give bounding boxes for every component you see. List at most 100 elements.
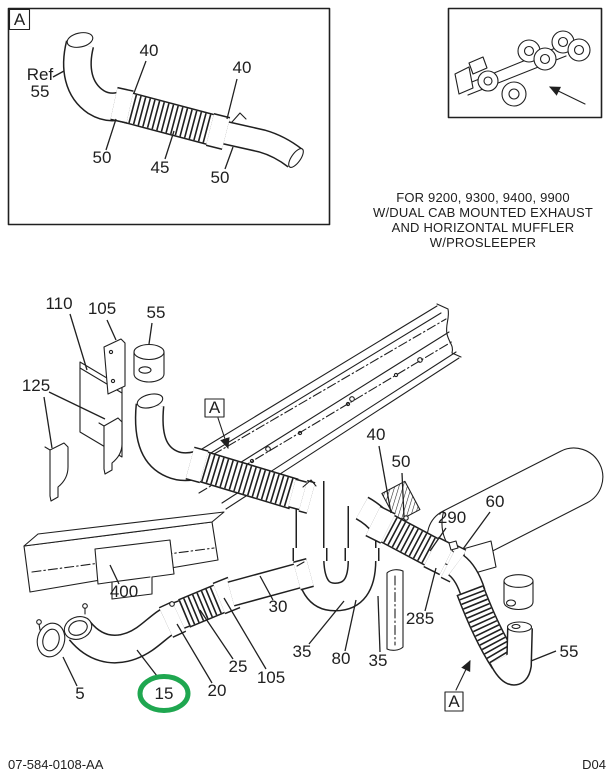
slot-tab-b <box>296 561 305 567</box>
svg-text:55: 55 <box>31 82 50 101</box>
callout-25[interactable]: 25 <box>199 609 248 676</box>
view-marker-arrow <box>217 417 230 450</box>
pipe-285 <box>447 554 486 598</box>
inset-elbow-opening <box>66 32 94 48</box>
callout-15[interactable]: 15 <box>136 649 191 713</box>
document-number: 07-584-0108-AA <box>8 757 104 772</box>
callout-35-left[interactable]: 35 <box>293 600 345 661</box>
callout-45[interactable]: 45 <box>151 130 175 177</box>
vertical-channel-drawing <box>386 569 404 651</box>
clamp-60-bolt <box>448 540 459 551</box>
flex-section-a <box>456 584 517 669</box>
caption-line-4: W/PROSLEEPER <box>430 235 536 250</box>
clamp-50-bolt <box>403 515 409 521</box>
cab-flex-flare <box>298 479 316 514</box>
bracket-400 <box>94 539 175 600</box>
callout-105-bottom[interactable]: 105 <box>223 597 285 687</box>
callout-125[interactable]: 125 <box>22 376 106 449</box>
svg-text:50: 50 <box>211 168 230 187</box>
svg-text:105: 105 <box>88 299 116 318</box>
slot-tab-a <box>302 479 317 488</box>
inset-elbow-pipe-55 <box>62 40 124 122</box>
callout-50[interactable]: 50 <box>392 452 411 518</box>
callout-40-left[interactable]: 40 <box>133 41 159 94</box>
inset-end-pipe <box>219 120 303 168</box>
inset-slot-tab <box>231 112 247 123</box>
svg-text:50: 50 <box>93 148 112 167</box>
inset-flex-45 <box>113 89 225 148</box>
callout-285[interactable]: 285 <box>406 567 437 628</box>
view-marker-arrow <box>455 660 471 691</box>
callout-50-left[interactable]: 50 <box>93 118 117 167</box>
caption-line-3: AND HORIZONTAL MUFFLER <box>392 220 575 235</box>
view-marker-letter: A <box>209 398 221 417</box>
vehicle-inset-border <box>447 7 603 119</box>
caption-line-1: FOR 9200, 9300, 9400, 9900 <box>396 190 570 205</box>
sleeve-290-left <box>365 505 396 544</box>
truck-chassis-drawing <box>454 30 591 107</box>
svg-text:55: 55 <box>560 642 579 661</box>
inset-view-letter: A <box>14 10 26 29</box>
view-marker-a-bottom[interactable]: A <box>444 660 471 712</box>
svg-text:80: 80 <box>332 649 351 668</box>
callout-50-right[interactable]: 50 <box>211 146 234 187</box>
inset-sleeve-left <box>110 86 134 124</box>
bracket-125-a <box>103 417 123 475</box>
svg-text:290: 290 <box>438 508 466 527</box>
rail-end-profile <box>436 303 462 358</box>
svg-text:50: 50 <box>392 452 411 471</box>
callout-400[interactable]: 400 <box>109 564 138 601</box>
svg-text:40: 40 <box>233 58 252 77</box>
mounting-parts-left <box>44 338 165 502</box>
callout-40-right[interactable]: 40 <box>226 58 252 120</box>
svg-text:30: 30 <box>269 597 288 616</box>
page-code: D04 <box>582 757 606 772</box>
callout-5[interactable]: 5 <box>62 656 85 703</box>
cross-member-drawing <box>23 511 225 600</box>
svg-text:55: 55 <box>147 303 166 322</box>
callout-35-right[interactable]: 35 <box>369 595 388 670</box>
elbow-55-bottom <box>489 627 533 686</box>
svg-text:110: 110 <box>45 294 72 313</box>
svg-text:105: 105 <box>257 668 285 687</box>
clamp-55-top <box>133 352 165 383</box>
detail-inset: A <box>7 7 331 226</box>
view-marker-a-top[interactable]: A <box>204 398 230 450</box>
vehicle-inset <box>447 7 603 119</box>
svg-text:285: 285 <box>406 609 434 628</box>
bracket-105-top <box>103 338 126 395</box>
svg-text:15: 15 <box>155 684 174 703</box>
cab-flex-sleeve <box>185 446 209 484</box>
svg-text:25: 25 <box>229 657 248 676</box>
detail-inset-border <box>7 7 331 226</box>
view-label-inset-a[interactable]: A <box>8 8 31 31</box>
callout-80[interactable]: 80 <box>332 599 357 668</box>
callout-40[interactable]: 40 <box>367 425 392 514</box>
svg-text:400: 400 <box>110 582 138 601</box>
callout-20[interactable]: 20 <box>176 623 226 700</box>
svg-text:40: 40 <box>367 425 386 444</box>
callout-60[interactable]: 60 <box>462 492 505 550</box>
inset-sleeve-right <box>205 113 231 150</box>
callout-30[interactable]: 30 <box>259 575 288 616</box>
pipe-30-flare <box>293 558 314 591</box>
svg-text:60: 60 <box>486 492 505 511</box>
svg-text:40: 40 <box>140 41 159 60</box>
callout-55-top[interactable]: 55 <box>147 303 166 345</box>
locator-arrow <box>549 86 586 105</box>
callout-105-top[interactable]: 105 <box>88 299 117 341</box>
svg-text:35: 35 <box>369 651 388 670</box>
svg-text:Ref: Ref <box>27 65 54 84</box>
callout-110[interactable]: 110 <box>45 294 88 371</box>
highlight-ring <box>137 674 191 713</box>
callout-55-bottom[interactable]: 55 <box>530 642 579 662</box>
flex-25 <box>178 581 232 628</box>
inset-pipe-end-opening <box>288 148 304 168</box>
cab-elbow-pipe <box>134 403 202 482</box>
svg-text:125: 125 <box>22 376 50 395</box>
cab-pipe-opening <box>136 393 164 409</box>
callout-290[interactable]: 290 <box>429 508 466 552</box>
